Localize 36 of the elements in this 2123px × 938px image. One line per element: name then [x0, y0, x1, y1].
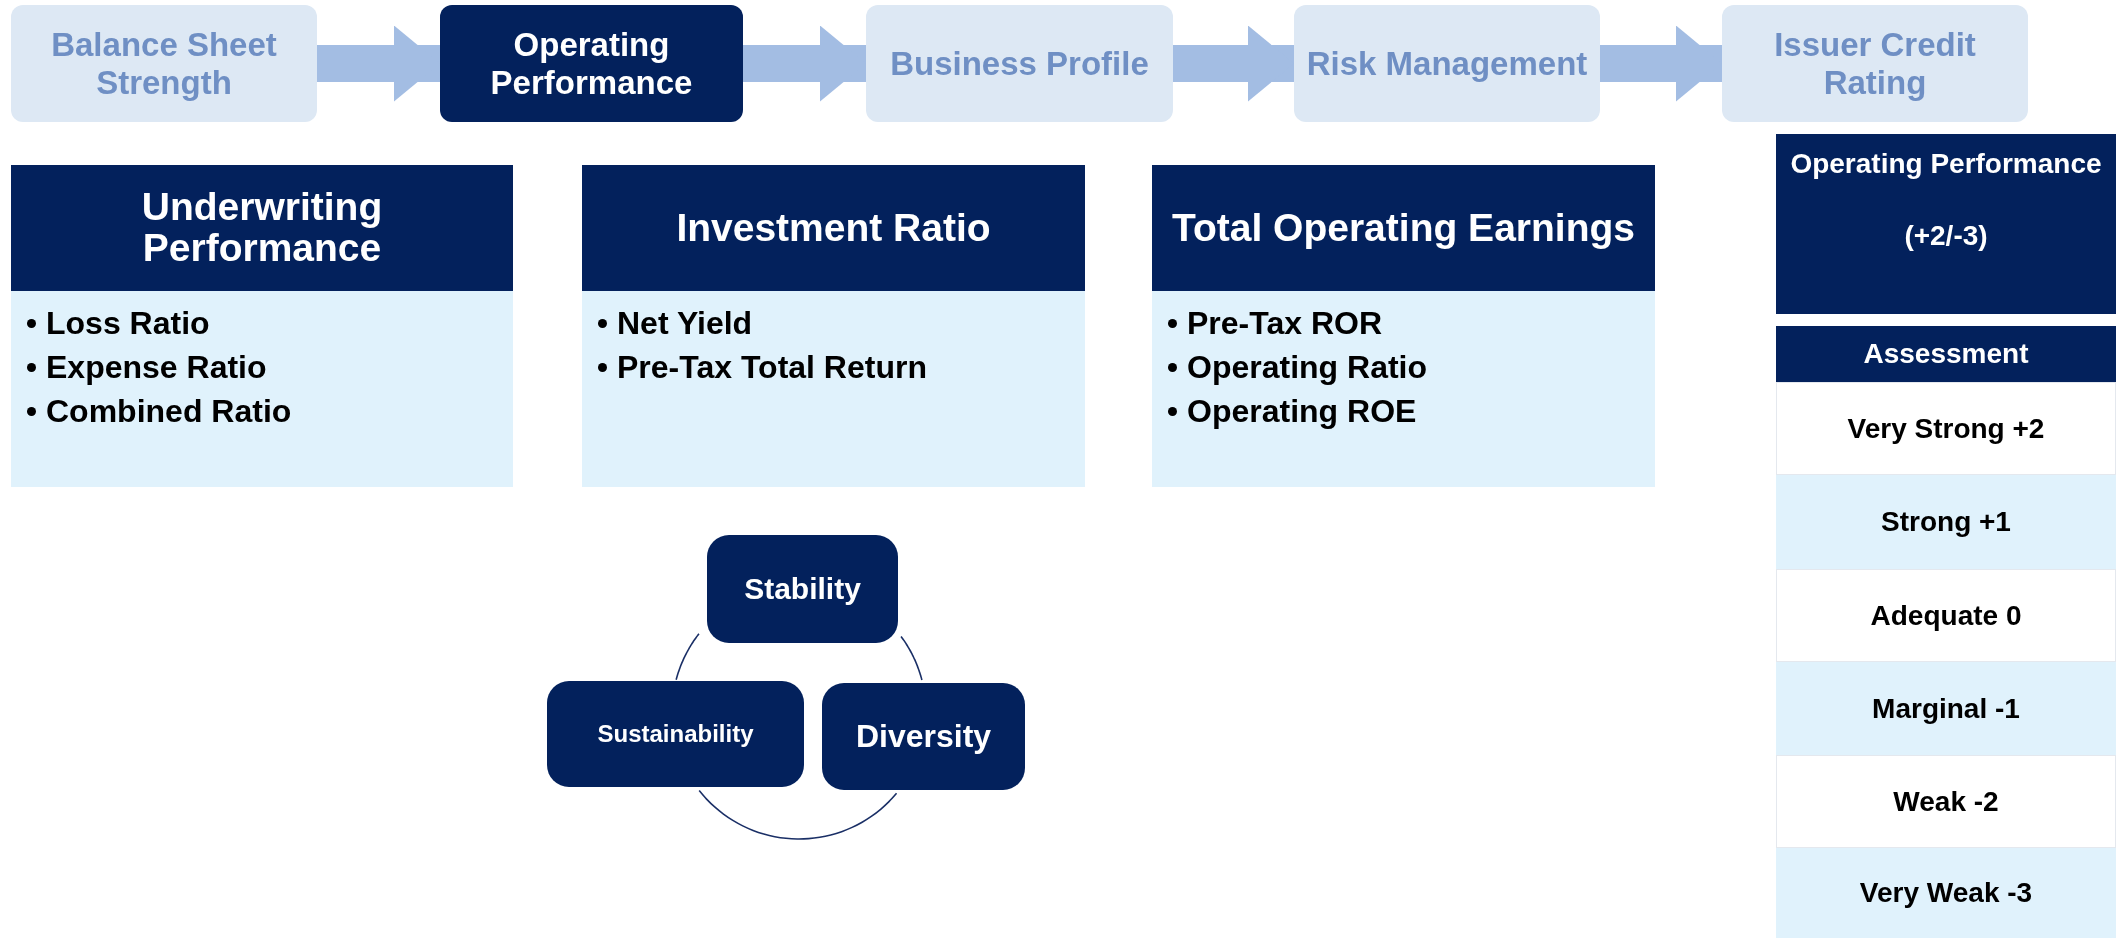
bullet-item: Loss Ratio — [46, 305, 210, 341]
bullet-item: Pre-Tax ROR — [1187, 305, 1382, 341]
circle-arc-connector — [675, 633, 700, 681]
panel-heading: Underwriting Performance — [11, 165, 513, 291]
panel-heading: Total Operating Earnings — [1152, 165, 1655, 291]
category-box — [1776, 134, 2116, 314]
bullet-item: Net Yield — [617, 305, 753, 341]
block-arrow — [743, 25, 866, 102]
table-cell: Strong +1 — [1776, 475, 2116, 569]
block-arrow — [317, 25, 440, 102]
step-box: Business Profile — [866, 5, 1173, 122]
circle-arc-connector — [698, 789, 898, 840]
table-cell: Very Weak -3 — [1776, 848, 2116, 938]
step-box: Risk Management — [1294, 5, 1600, 122]
active-step-box: Operating Performance — [440, 5, 743, 122]
table-cell: Marginal -1 — [1776, 662, 2116, 755]
bullet-item: Pre-Tax Total Return — [617, 349, 927, 385]
bullet-item: Operating ROE — [1187, 393, 1417, 429]
block-arrow — [1600, 25, 1722, 102]
step-box: Issuer Credit Rating — [1722, 5, 2028, 122]
table-header: Assessment — [1776, 326, 2116, 382]
table-cell: Adequate 0 — [1776, 569, 2116, 662]
step-box: Balance Sheet Strength — [11, 5, 317, 122]
panel-heading: Investment Ratio — [582, 165, 1085, 291]
block-arrow — [1173, 25, 1294, 102]
category-text: Operating Performance — [1790, 148, 2102, 180]
bullet-item: Combined Ratio — [46, 393, 292, 429]
rounded-box: Diversity — [822, 683, 1025, 790]
bullet-item: Operating Ratio — [1187, 349, 1427, 385]
bullet-item: Expense Ratio — [46, 349, 267, 385]
circle-arc-connector — [900, 635, 923, 681]
rounded-box: Sustainability — [547, 681, 804, 787]
rounded-box: Stability — [707, 535, 898, 643]
table-cell: Weak -2 — [1776, 755, 2116, 848]
category-text: (+2/-3) — [1904, 220, 1988, 252]
table-cell: Very Strong +2 — [1776, 382, 2116, 475]
